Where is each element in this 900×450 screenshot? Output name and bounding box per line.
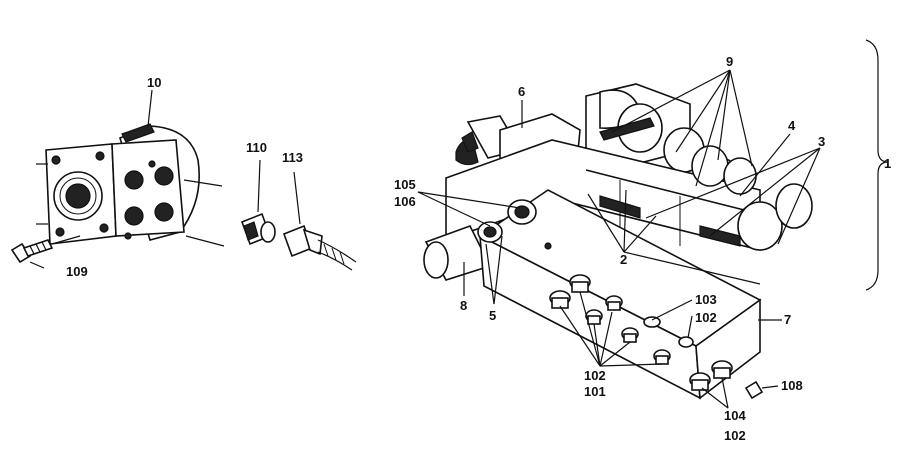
label-103: 103 (695, 292, 717, 307)
label-8: 8 (460, 298, 467, 313)
label-3: 3 (818, 134, 825, 149)
label-101: 101 (584, 384, 606, 399)
hose-113 (282, 171, 357, 271)
label-7: 7 (784, 312, 791, 327)
label-102-c: 102 (724, 428, 746, 443)
bolt-109 (10, 235, 81, 269)
label-102-a: 102 (695, 310, 717, 325)
label-105: 105 (394, 177, 416, 192)
label-6: 6 (518, 84, 525, 99)
label-4: 4 (788, 118, 796, 133)
label-102-b: 102 (584, 368, 606, 383)
label-106: 106 (394, 194, 416, 209)
label-2: 2 (620, 252, 627, 267)
label-10: 10 (147, 75, 161, 90)
fitting-110 (240, 159, 276, 246)
label-108: 108 (781, 378, 803, 393)
label-104: 104 (724, 408, 746, 423)
label-113: 113 (282, 150, 303, 165)
valve-manifold-assembly (423, 83, 813, 400)
label-110: 110 (246, 140, 267, 155)
manifold-port-fittings (549, 274, 733, 391)
label-109: 109 (66, 264, 88, 279)
label-1: 1 (884, 156, 891, 171)
callout-labels: 10 109 110 113 9 6 4 3 1 105 106 2 8 5 1… (66, 54, 891, 443)
label-5: 5 (489, 308, 496, 323)
leader-lines (417, 39, 889, 409)
label-9: 9 (726, 54, 733, 69)
hydraulic-pump (36, 89, 225, 247)
